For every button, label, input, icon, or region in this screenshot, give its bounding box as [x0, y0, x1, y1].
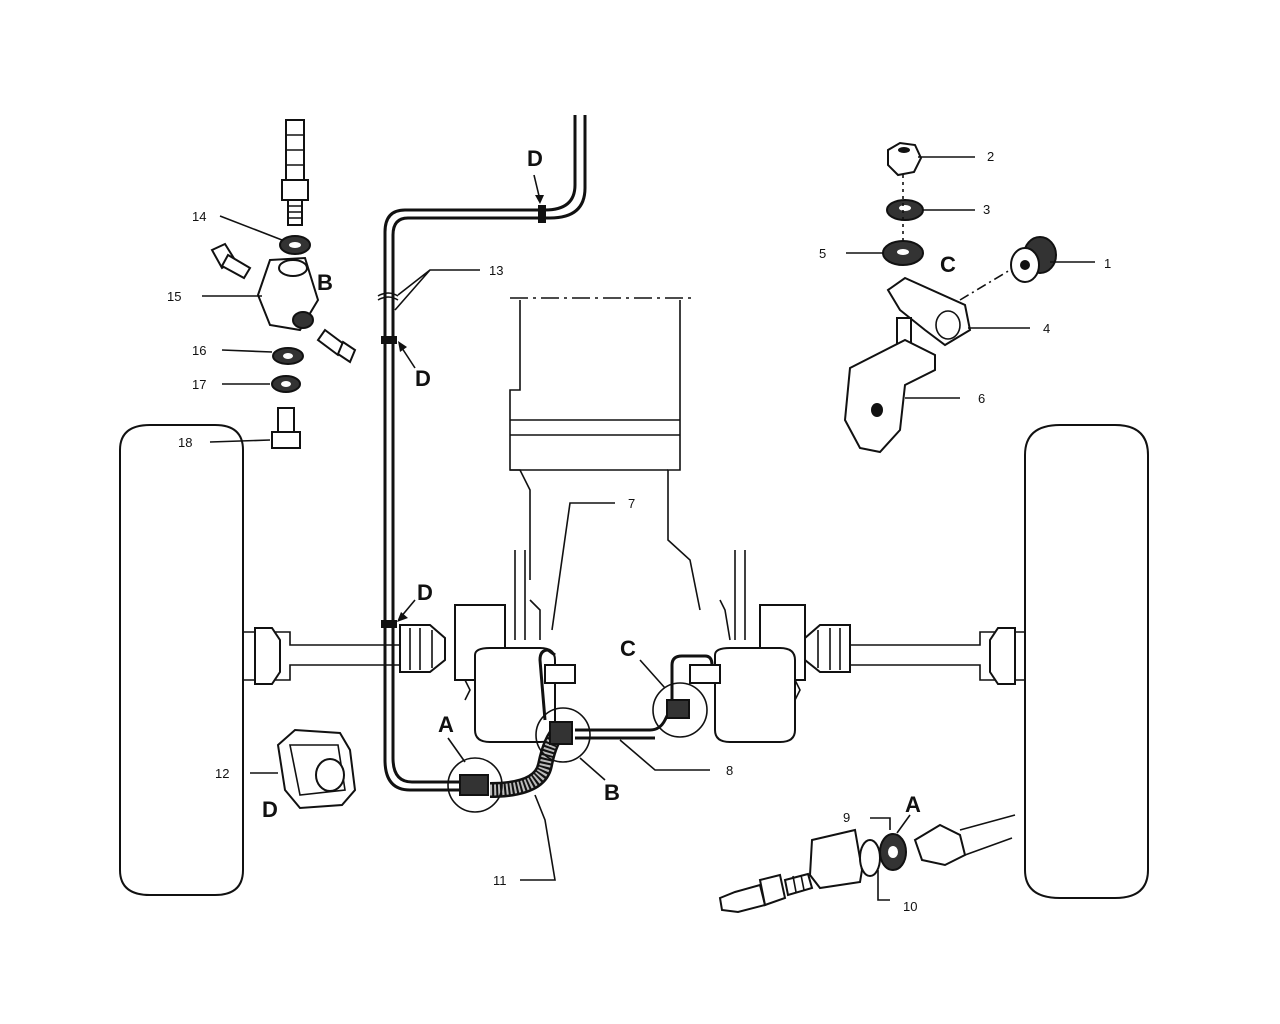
bolt-18 — [271, 407, 301, 449]
left-driveshaft — [243, 624, 446, 685]
bracket-4 — [886, 276, 972, 349]
label-6: 6 — [978, 391, 985, 406]
label-2: 2 — [987, 149, 994, 164]
label-17: 17 — [192, 377, 206, 392]
right-driveshaft — [804, 624, 1025, 685]
detail-circle-c — [652, 682, 708, 738]
label-3: 3 — [983, 202, 990, 217]
letter-b-banjo: B — [317, 270, 333, 295]
label-15: 15 — [167, 289, 181, 304]
label-5: 5 — [819, 246, 826, 261]
letter-d-top: D — [527, 146, 543, 171]
letter-d-pipe-lower: D — [417, 580, 433, 605]
letter-c-bracket: C — [940, 252, 956, 277]
letter-c-axle: C — [620, 636, 636, 661]
letter-b-axle: B — [604, 780, 620, 805]
bracket-6 — [843, 338, 936, 454]
letter-a-detail: A — [905, 792, 921, 817]
letter-d-pipe-upper: D — [415, 366, 431, 391]
clip-12 — [276, 728, 357, 810]
label-7: 7 — [628, 496, 635, 511]
left-wheel — [119, 424, 244, 896]
label-8: 8 — [726, 763, 733, 778]
label-12: 12 — [215, 766, 229, 781]
washer-17 — [271, 375, 301, 393]
detail-circle-b — [535, 707, 591, 763]
bleed-screw-assembly — [281, 119, 309, 226]
label-11: 11 — [493, 873, 507, 888]
banjo-body-15 — [210, 242, 357, 364]
washer-3 — [886, 199, 924, 221]
left-brake-unit — [454, 550, 576, 743]
label-13: 13 — [489, 263, 503, 278]
right-wheel — [1024, 424, 1149, 899]
label-18: 18 — [178, 435, 192, 450]
d-arrows — [397, 174, 911, 834]
washer-16 — [272, 347, 304, 365]
washer-5 — [882, 240, 924, 266]
grommet-1 — [1010, 236, 1057, 283]
leader-lines — [202, 156, 1095, 901]
nut-2 — [887, 141, 923, 177]
letter-a-axle: A — [438, 712, 454, 737]
label-4: 4 — [1043, 321, 1050, 336]
label-9: 9 — [843, 810, 850, 825]
letter-d-clip: D — [262, 797, 278, 822]
brake-pipe-main — [377, 115, 587, 792]
washer-14 — [279, 235, 311, 255]
detail-a-union — [718, 814, 1016, 914]
right-brake-unit — [689, 550, 806, 743]
label-14: 14 — [192, 209, 206, 224]
clip-marks — [381, 205, 546, 628]
label-10: 10 — [903, 899, 917, 914]
detail-circle-a — [447, 757, 503, 813]
union-fittings — [459, 699, 690, 796]
detail-letter-labels: D D D D B B C C A A — [262, 146, 956, 822]
label-1: 1 — [1104, 256, 1111, 271]
part-number-labels: 1 2 3 4 5 6 7 8 9 10 11 12 13 14 15 16 1… — [167, 149, 1111, 914]
label-16: 16 — [192, 343, 206, 358]
chassis-outline — [509, 297, 701, 611]
